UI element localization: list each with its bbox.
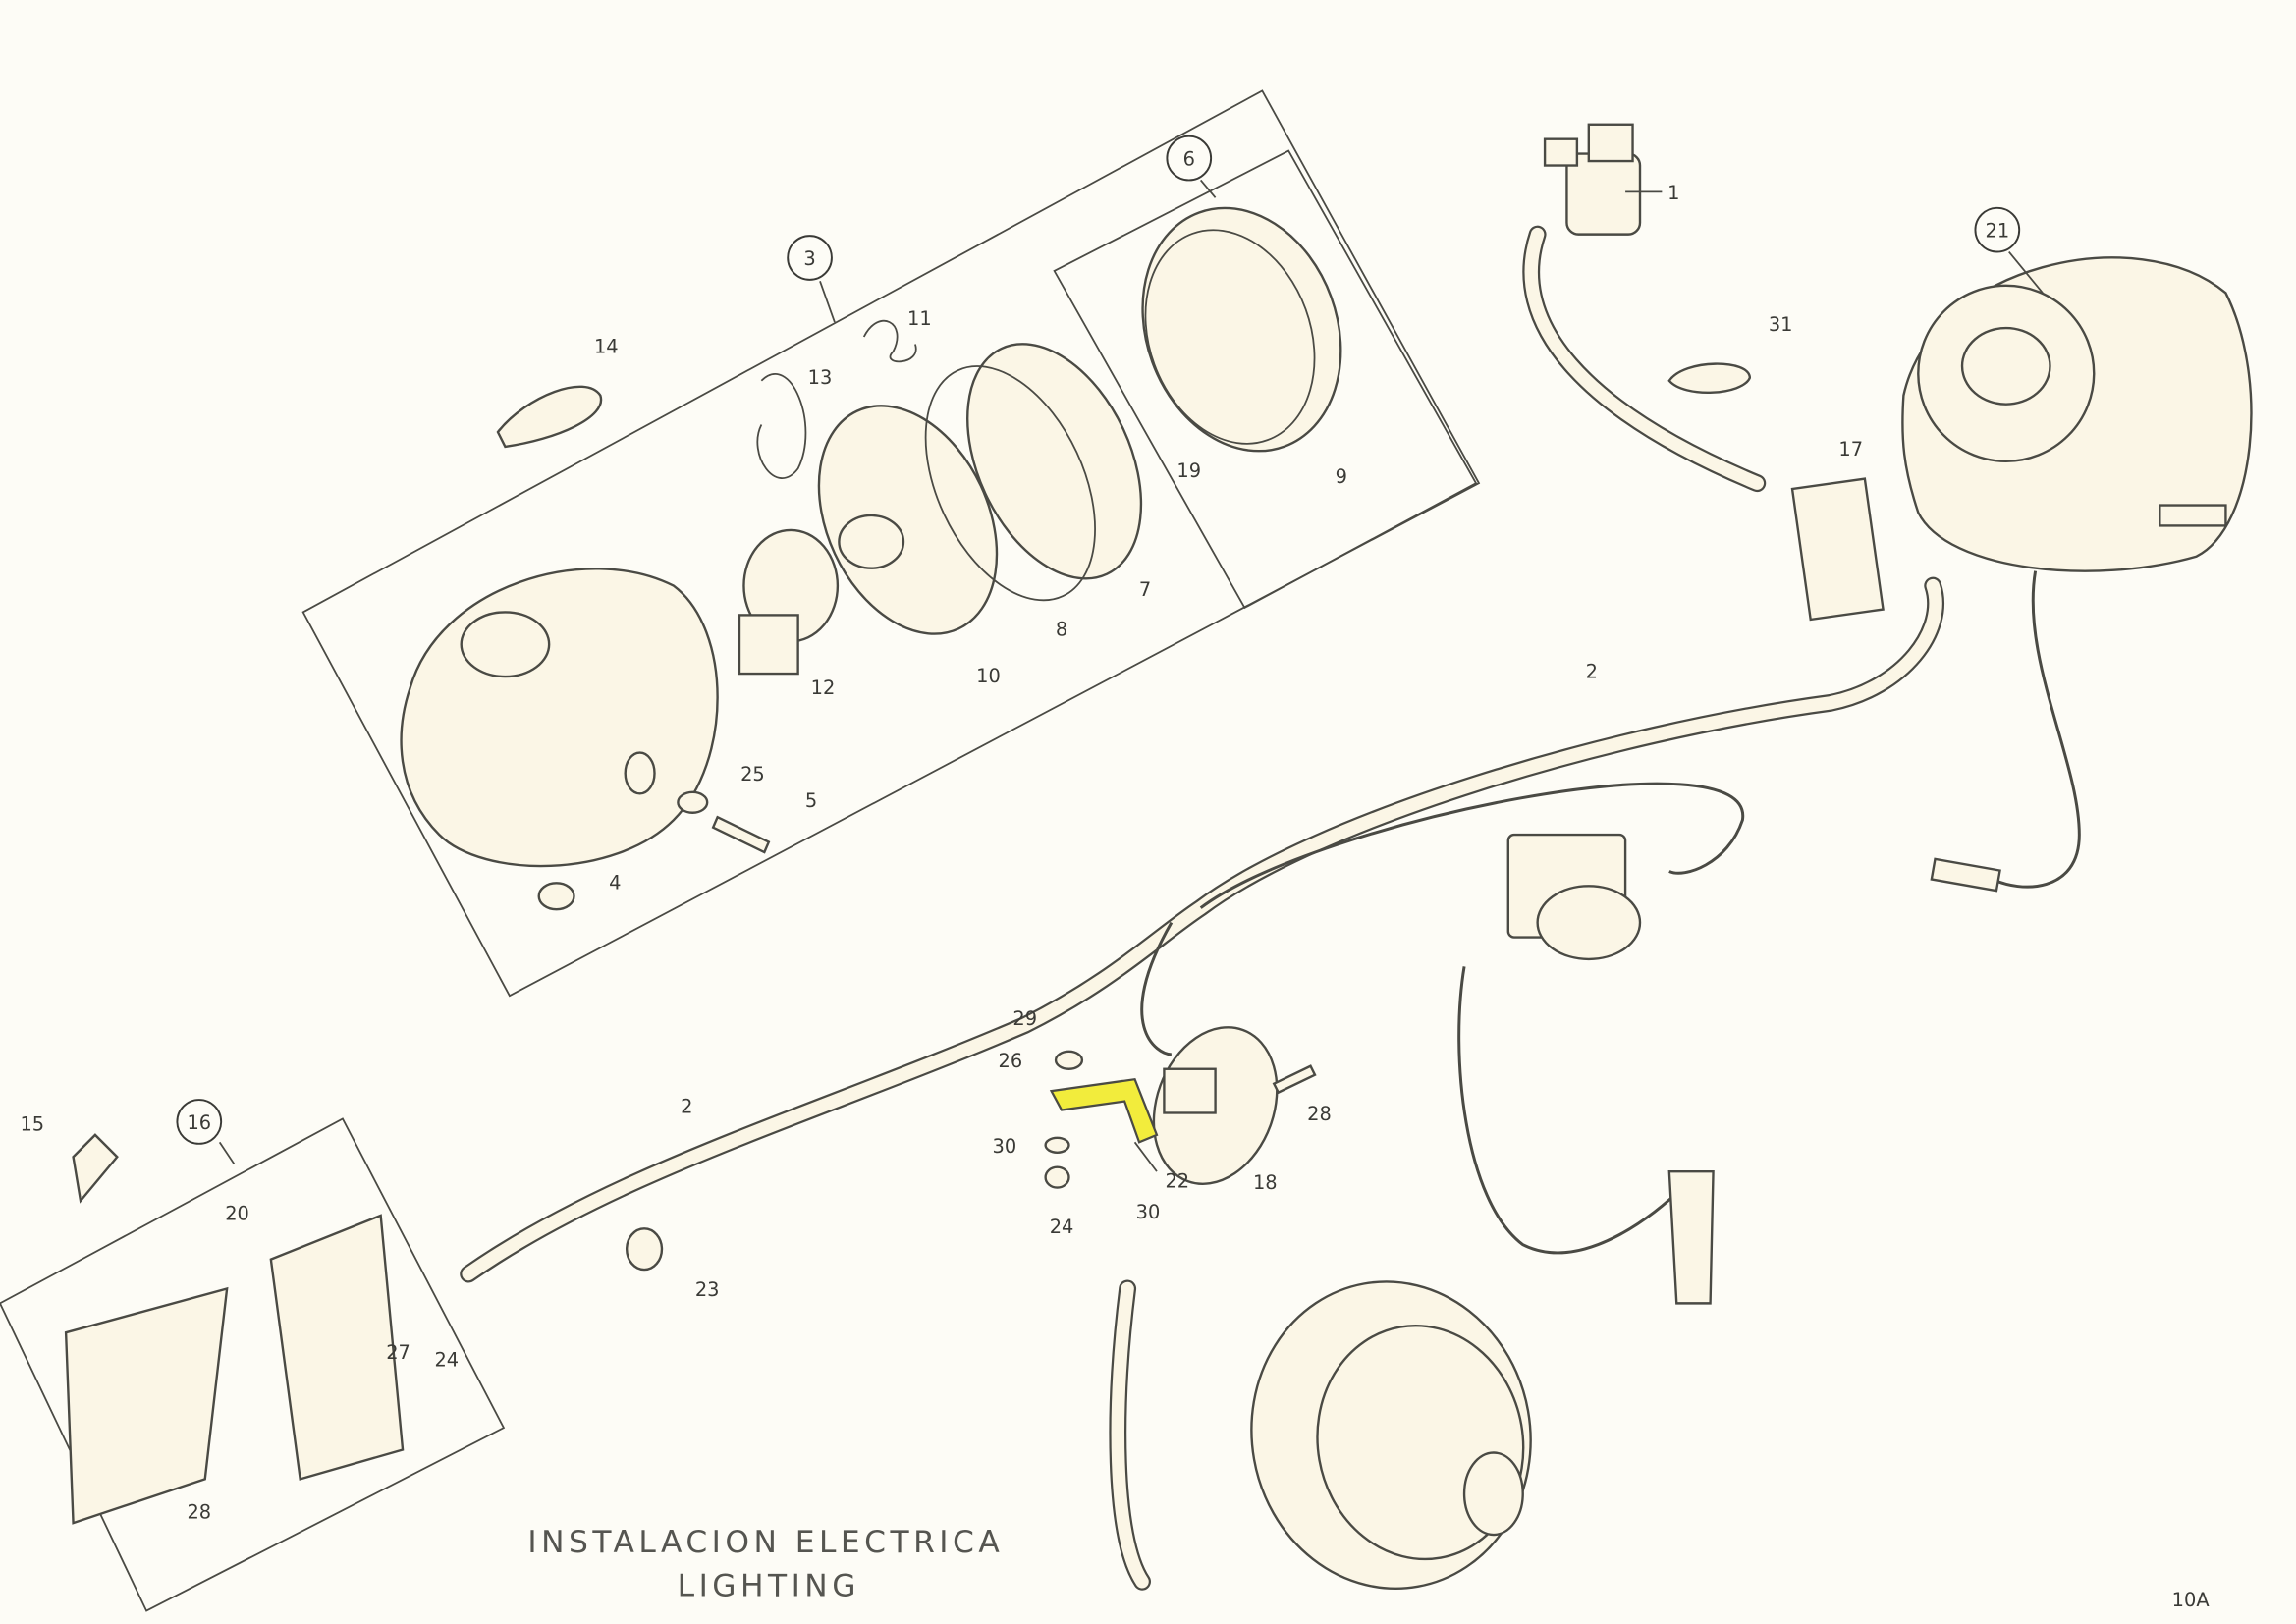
label-27: 27 — [386, 1341, 410, 1364]
label-17: 17 — [1838, 438, 1863, 460]
label-20: 20 — [225, 1202, 249, 1224]
callout-circle-3 — [787, 235, 833, 281]
label-26: 26 — [999, 1050, 1023, 1072]
page-number: 10A — [2172, 1589, 2211, 1611]
horn — [1152, 1026, 1279, 1185]
headlamp-group-box — [301, 89, 1481, 998]
headlamp-shell — [400, 568, 719, 868]
lock-washer-30 — [1044, 1136, 1070, 1154]
part-labels: 1 2 2 3 4 5 6 7 8 9 10 11 12 13 14 15 16… — [20, 148, 2009, 1524]
label-2: 2 — [1586, 661, 1598, 683]
label-28: 28 — [187, 1501, 211, 1524]
bolt — [711, 815, 771, 854]
wiring-harness — [460, 225, 2081, 1591]
tail-light — [64, 1214, 405, 1525]
label-10: 10 — [976, 665, 1001, 687]
festoon-bulb — [72, 1133, 119, 1204]
callout-circle-6 — [1166, 135, 1213, 182]
callout-circle-21 — [1974, 206, 2021, 253]
label-6: 6 — [1183, 148, 1195, 171]
headlamp-lens — [924, 343, 1143, 602]
label-4: 4 — [609, 871, 621, 893]
label-3: 3 — [803, 247, 815, 270]
label-8: 8 — [1056, 618, 1067, 640]
grommet — [537, 882, 575, 911]
headlamp-rim — [1141, 206, 1342, 453]
ignition-coil — [1506, 833, 1642, 961]
label-19: 19 — [1176, 460, 1201, 482]
label-7: 7 — [1139, 578, 1151, 601]
speedo-cable-end — [1930, 857, 2001, 893]
label-22: 22 — [1165, 1170, 1189, 1193]
spring-clip — [756, 373, 807, 479]
label-21: 21 — [1985, 220, 2009, 243]
label-24: 24 — [1050, 1216, 1074, 1238]
label-25: 25 — [740, 763, 765, 785]
diagram-title: INSTALACION ELECTRICA — [527, 1525, 1004, 1560]
label-18: 18 — [1253, 1171, 1278, 1194]
speedometer-housing — [1901, 256, 2253, 572]
label-15: 15 — [20, 1112, 44, 1135]
label-13: 13 — [808, 366, 833, 389]
junction-block — [1790, 477, 1885, 622]
washer — [677, 790, 709, 814]
grommet-23 — [625, 1227, 664, 1272]
bulb-holder — [738, 528, 840, 676]
label-14: 14 — [594, 335, 619, 357]
label-30: 30 — [993, 1135, 1017, 1158]
label-28: 28 — [1307, 1103, 1332, 1125]
wire-clip — [862, 319, 917, 363]
label-2: 2 — [681, 1095, 692, 1117]
leader-lines — [218, 179, 2044, 1172]
label-5: 5 — [805, 789, 817, 812]
cable-clamp — [1667, 362, 1752, 394]
callout-circle-16 — [176, 1099, 223, 1145]
label-9: 9 — [1336, 465, 1347, 488]
label-29: 29 — [1012, 1007, 1037, 1030]
label-24: 24 — [434, 1349, 459, 1372]
spark-plug-cap — [1667, 1169, 1715, 1305]
label-16: 16 — [187, 1111, 211, 1134]
label-12: 12 — [811, 677, 836, 699]
diagram-subtitle: LIGHTING — [678, 1569, 860, 1604]
bolt-28 — [1272, 1064, 1317, 1095]
flywheel-magneto — [1250, 1280, 1532, 1590]
bulb — [496, 385, 603, 449]
label-23: 23 — [695, 1278, 720, 1301]
label-31: 31 — [1769, 313, 1793, 336]
mounting-bracket-highlighted[interactable] — [1049, 1077, 1159, 1144]
label-30: 30 — [1136, 1201, 1161, 1223]
handlebar-switch — [1543, 123, 1642, 236]
washer-26 — [1054, 1050, 1084, 1070]
label-1: 1 — [1667, 182, 1679, 204]
label-11: 11 — [907, 307, 932, 330]
reflector — [817, 405, 999, 635]
nut-24 — [1044, 1165, 1070, 1189]
